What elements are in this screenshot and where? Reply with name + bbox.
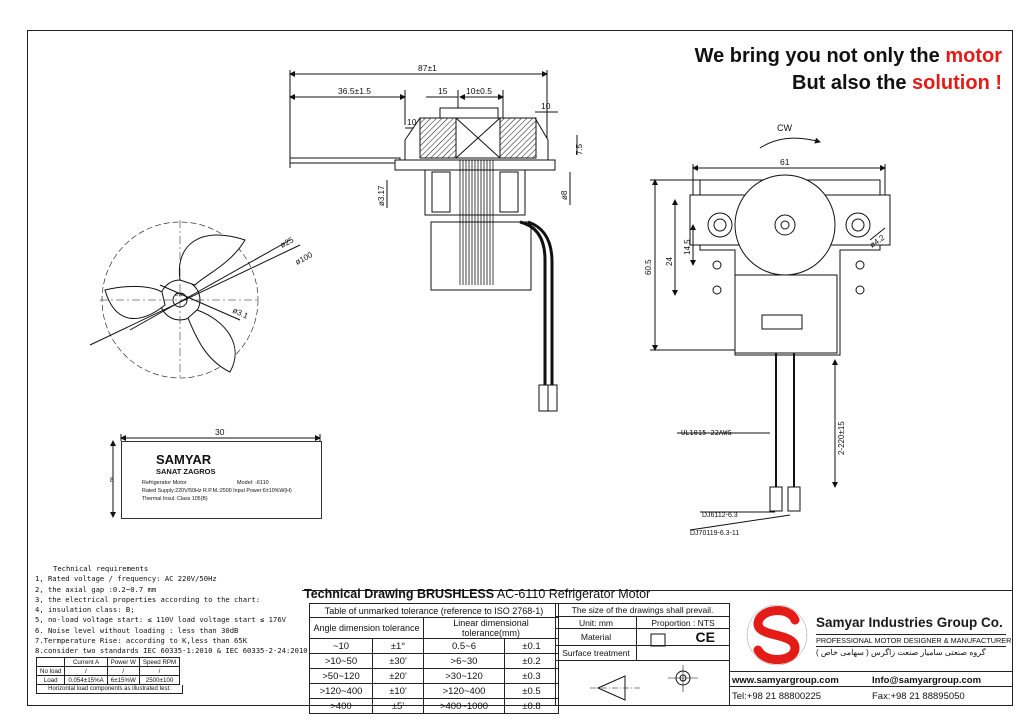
dim-total-length: 87±1: [418, 63, 437, 73]
table-row: >400±5'>400~1000±0.8: [309, 698, 559, 714]
dim-shaft-length: 36.5±1.5: [338, 86, 371, 96]
company-block: Samyar Industries Group Co. PROFESSIONAL…: [736, 603, 1012, 671]
company-email: Info@samyargroup.com: [872, 675, 982, 686]
requirement-item: 7.Termperature Rise: according to K,less…: [35, 636, 248, 646]
drawing-title: Technical Drawing BRUSHLESS AC-6110 Refr…: [304, 587, 651, 601]
prevail-note: The size of the drawings shall prevail.: [555, 603, 730, 617]
company-fax: Fax:+98 21 88895050: [872, 691, 965, 702]
tolerance-header: Table of unmarked tolerance (reference t…: [309, 603, 559, 618]
front-rotation-label: CW: [777, 123, 792, 133]
technical-requirements: Technical requirements 1, Rated voltage …: [35, 564, 308, 657]
dim-label-width: 30: [215, 427, 225, 437]
fan-view: [89, 220, 301, 380]
title-block: [302, 590, 1012, 707]
material-label: Material: [555, 628, 637, 646]
nameplate-rating: Rated Supply:220V/50Hz R.P.M.:2500 Input…: [142, 488, 292, 494]
terminal-1: DJ6112-6.3: [702, 512, 738, 519]
dim-fan-bore: ø3.1: [231, 306, 250, 321]
dim-7-5: 7.5: [575, 143, 584, 155]
dim-10-left: 10: [407, 117, 417, 127]
nameplate-label: SAMYAR SANAT ZAGROS Refrigerator Motor M…: [121, 441, 322, 519]
dim-61: 61: [780, 157, 790, 167]
dim-fan-hub: ø25: [279, 235, 296, 250]
ce-mark: CE: [636, 628, 730, 646]
nameplate-insulation: Thermal Insul. Class 105(B): [142, 496, 208, 502]
linear-header: Linear dimensional tolerance(mm): [423, 617, 559, 639]
requirement-item: 5, no-load voltage start: ≤ 110V load vo…: [35, 615, 286, 625]
company-farsi-name: گروه صنعتی سامیار صنعت زاگرس ( سهامی خاص…: [816, 648, 986, 657]
front-view: [650, 137, 891, 531]
wire-spec: UL1015 22AWG: [681, 429, 732, 437]
table-row: >120~400±10'>120~400±0.5: [309, 683, 559, 699]
divider: [729, 603, 730, 706]
company-name: Samyar Industries Group Co.: [816, 615, 1003, 630]
table-row: >10~50±30'>6~30±0.2: [309, 653, 559, 669]
drawing-info-table: The size of the drawings shall prevail. …: [555, 603, 730, 706]
nameplate-brand: SAMYAR: [156, 452, 212, 467]
dim-10-05: 10±0.5: [466, 86, 492, 96]
dim-lead-length: 2-220±15: [837, 421, 846, 455]
requirement-item: 2, the axial gap :0.2~0.7 mm: [35, 584, 157, 594]
surface-label: Surface treatment: [555, 645, 637, 661]
requirement-item: 6. Noise level without loading : less th…: [35, 625, 239, 635]
angle-header: Angle dimension tolerance: [309, 617, 424, 639]
dim-10-right: 10: [541, 101, 551, 111]
dim-14-5: 14.5: [683, 239, 692, 255]
fan-rotation-label: CW: [175, 292, 183, 297]
company-web: www.samyargroup.com: [732, 675, 839, 686]
table-row: ~10±1°0.5~6±0.1: [309, 638, 559, 654]
requirements-heading: Technical requirements: [53, 564, 149, 573]
nameplate-model: Model: -6110: [237, 480, 269, 486]
spec-table-footer: Horizontal load components as illustrate…: [36, 685, 183, 694]
table-row: >50~120±20'>30~120±0.3: [309, 668, 559, 684]
nameplate-sub: SANAT ZAGROS: [156, 467, 216, 476]
dim-shaft-dia: ø3.17: [377, 185, 386, 206]
divider: [729, 671, 1012, 672]
requirement-item: 1, Rated voltage / frequency: AC 220V/50…: [35, 574, 217, 584]
proportion-label: Proportion : NTS: [636, 616, 730, 629]
table-row: No load///: [35, 666, 181, 676]
company-logo: [746, 604, 808, 666]
dim-24: 24: [665, 257, 674, 266]
unit-label: Unit: mm: [555, 616, 637, 629]
company-tel: Tel:+98 21 88800225: [732, 691, 822, 702]
terminal-2: DJ70119-6.3-11: [690, 530, 739, 537]
side-view: [289, 70, 578, 412]
tolerance-table: Table of unmarked tolerance (reference t…: [309, 603, 559, 714]
requirement-item: 3, the electrical properties according t…: [35, 594, 261, 604]
dim-60-5: 60.5: [644, 259, 653, 275]
slogan-line-2: But also the solution !: [792, 72, 1002, 94]
requirement-item: 8.consider two standards IEC 60335-1:201…: [35, 646, 308, 656]
requirement-item: 4, insulation class: B;: [35, 605, 135, 615]
dim-label-height: 8: [110, 477, 114, 484]
divider: [729, 686, 1012, 687]
nameplate-product: Refrigerator Motor: [142, 480, 187, 486]
company-tagline: PROFESSIONAL MOTOR DESIGNER & MANUFACTUR…: [816, 634, 1012, 647]
dim-fan-dia: ø100: [294, 250, 315, 267]
dim-15: 15: [438, 86, 448, 96]
slogan-line-1: We bring you not only the motor: [694, 45, 1002, 67]
dim-8: ø8: [560, 190, 569, 200]
